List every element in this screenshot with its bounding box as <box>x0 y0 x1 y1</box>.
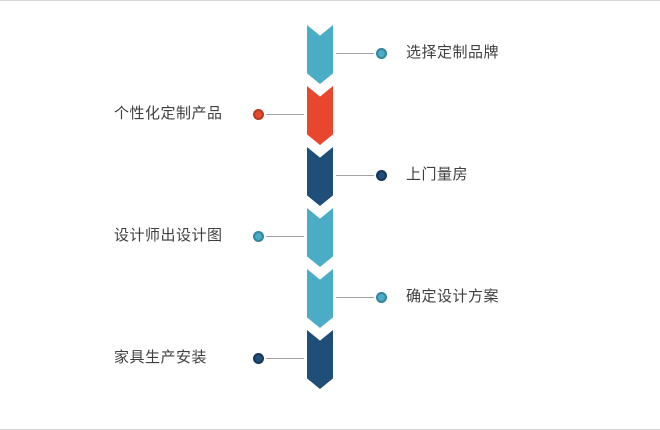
step-dot <box>253 230 264 242</box>
process-chevron-arrow <box>307 330 333 389</box>
step-label: 上门量房 <box>406 166 469 183</box>
step-label: 家具生产安装 <box>114 349 208 366</box>
step-label: 确定设计方案 <box>406 288 500 305</box>
process-chevron-arrow <box>307 86 333 145</box>
step-dot <box>253 108 264 120</box>
step-dot <box>376 291 387 303</box>
step-dot <box>376 169 387 181</box>
step-label: 设计师出设计图 <box>114 227 223 244</box>
process-chevron-arrow <box>307 208 333 267</box>
connector-line <box>336 296 374 298</box>
connector-line <box>266 235 304 237</box>
connector-line <box>336 174 374 176</box>
step-dot <box>376 47 387 59</box>
step-dot <box>253 352 264 364</box>
connector-line <box>336 52 374 54</box>
process-chevron-arrow <box>307 147 333 206</box>
step-label: 个性化定制产品 <box>114 105 223 122</box>
connector-line <box>266 357 304 359</box>
step-label: 选择定制品牌 <box>406 44 500 61</box>
connector-line <box>266 113 304 115</box>
process-chevron-arrow <box>307 25 333 84</box>
process-chevron-arrow <box>307 269 333 328</box>
